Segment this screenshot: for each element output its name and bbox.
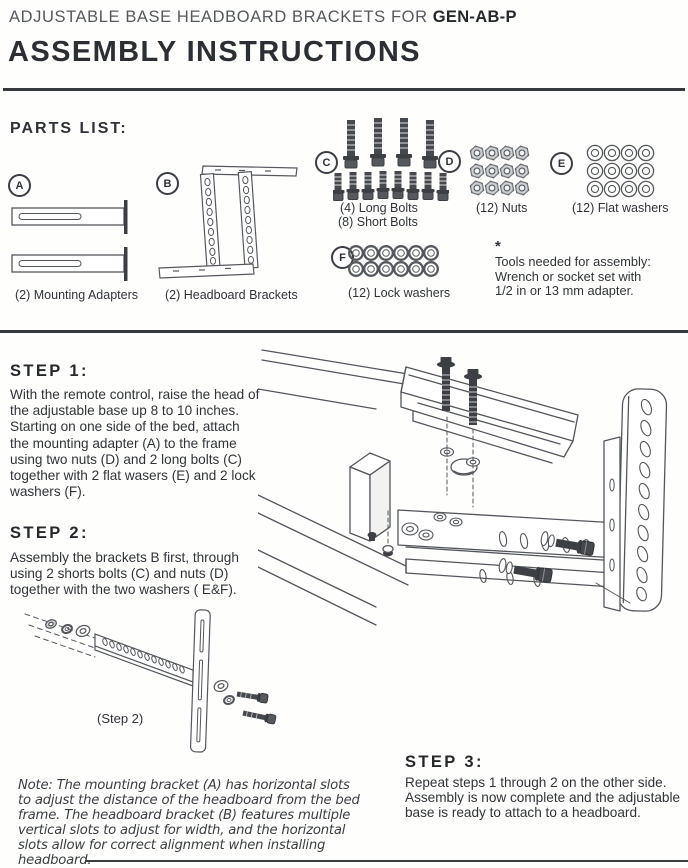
tools-note: Tools needed for assembly: Wrench or soc… (495, 254, 651, 299)
part-d-label: (12) Nuts (476, 201, 528, 215)
part-a-label: (2) Mounting Adapters (15, 288, 138, 302)
step-2-body: Assembly the brackets B first, through u… (10, 550, 239, 598)
step-3-body: Repeat steps 1 through 2 on the other si… (405, 775, 681, 820)
part-c-label-1: (4) Long Bolts (340, 201, 418, 215)
divider-top (3, 88, 685, 91)
part-c-badge: C (315, 151, 338, 174)
part-b-label: (2) Headboard Brackets (165, 288, 298, 302)
flat-washers-figure (586, 144, 655, 198)
part-f-label: (12) Lock washers (348, 286, 451, 300)
step-1-body: With the remote control, raise the head … (10, 387, 260, 500)
tools-note-line-2: Wrench or socket set with (495, 268, 642, 284)
mounting-adapter-figure (11, 200, 128, 281)
nuts-figure (467, 144, 532, 197)
kicker-prefix: ADJUSTABLE BASE HEADBOARD BRACKETS FOR (9, 8, 433, 26)
kicker-model: GEN-AB-P (432, 8, 517, 26)
headboard-bracket-figure (158, 165, 298, 279)
step-2-figure (24, 609, 277, 753)
part-d-badge: D (438, 150, 461, 173)
step-1-heading: STEP 1: (10, 362, 89, 380)
document-kicker: ADJUSTABLE BASE HEADBOARD BRACKETS FOR G… (9, 8, 517, 27)
divider-bottom (85, 860, 688, 862)
footnote: Note: The mounting bracket (A) has horiz… (18, 778, 360, 868)
assembly-illustration (258, 349, 668, 626)
part-e-badge: E (550, 152, 573, 175)
tools-note-line-1: Tools needed for assembly: (495, 254, 651, 269)
step-2-heading: STEP 2: (10, 524, 89, 542)
divider-parts (0, 330, 688, 333)
step-3-heading: STEP 3: (405, 753, 484, 771)
part-c-label-2: (8) Short Bolts (338, 215, 418, 229)
bolts-figure (333, 117, 449, 201)
parts-list-heading: PARTS LIST: (10, 120, 128, 137)
tools-note-asterisk: * (495, 238, 501, 255)
step-2-figure-caption: (Step 2) (97, 711, 144, 726)
part-b-badge: B (156, 172, 179, 195)
page-title: ASSEMBLY INSTRUCTIONS (8, 36, 421, 68)
tools-note-line-3: 1/2 in or 13 mm adapter. (495, 283, 634, 299)
part-a-badge: A (8, 174, 31, 197)
lock-washers-figure (348, 245, 439, 277)
part-e-label: (12) Flat washers (572, 201, 669, 215)
